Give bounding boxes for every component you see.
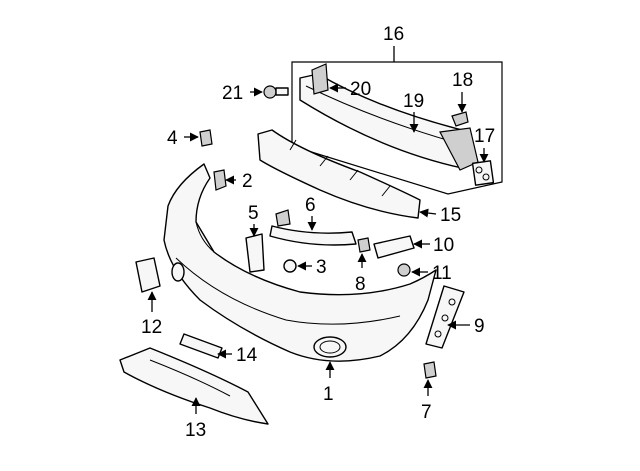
absorber-ribs (289, 139, 391, 197)
side-bracket-hole-a (448, 298, 456, 306)
part-12-bracket (135, 257, 161, 293)
part-14-trim (179, 333, 223, 359)
part-13-undercover (119, 347, 269, 425)
callout-12: 12 (141, 317, 162, 338)
part-9-side-bracket (425, 285, 465, 349)
bumper-upper-edge (195, 221, 215, 253)
callout-5: 5 (248, 203, 259, 224)
plate-hole-a (475, 166, 483, 174)
callout-13: 13 (185, 420, 206, 441)
reinforcement-assembly-box (291, 61, 503, 195)
plate-hole-b (482, 173, 490, 181)
callout-10: 10 (433, 235, 454, 256)
callout-19: 19 (403, 91, 424, 112)
part-20-bracket (311, 63, 329, 95)
part-21-bolt (263, 85, 277, 99)
part-11-bolt (397, 263, 411, 277)
part-2-clip (213, 169, 227, 191)
callout-21: 21 (222, 83, 243, 104)
part-4-clip (199, 129, 213, 147)
side-bracket-hole-b (441, 314, 449, 322)
callout-8: 8 (355, 274, 366, 295)
part-17-plate (471, 160, 495, 186)
undercover-detail (149, 359, 231, 397)
part-6-support (269, 225, 357, 246)
part-5-bracket (245, 233, 265, 273)
callout-17: 17 (474, 126, 495, 147)
bolt-21-shank (275, 87, 289, 96)
part-15-absorber (257, 129, 421, 219)
part-18-bolt (451, 111, 469, 127)
callout-15: 15 (440, 205, 461, 226)
callout-1: 1 (323, 384, 334, 405)
part-3-clip (283, 259, 297, 273)
side-bracket-hole-c (434, 330, 442, 338)
part-8-clip (357, 237, 371, 253)
callout-9: 9 (474, 316, 485, 337)
fog-lamp-opening (313, 336, 347, 358)
part-10-bracket (373, 235, 415, 259)
callout-16: 16 (383, 24, 404, 45)
callout-14: 14 (236, 345, 258, 366)
part-7-clip (423, 361, 437, 379)
callout-11: 11 (432, 263, 452, 284)
part-1-bumper-cover (163, 163, 437, 362)
callout-6: 6 (305, 195, 316, 216)
leader-15 (419, 208, 437, 218)
callout-2: 2 (242, 171, 253, 192)
callout-7: 7 (421, 402, 432, 423)
fog-lamp-inner (319, 340, 341, 354)
callout-20: 20 (350, 79, 371, 100)
side-opening (171, 262, 185, 282)
callout-4: 4 (167, 128, 178, 149)
support-tab (275, 209, 291, 227)
callout-18: 18 (452, 70, 473, 91)
bumper-crease (175, 257, 401, 325)
callout-3: 3 (316, 257, 327, 278)
